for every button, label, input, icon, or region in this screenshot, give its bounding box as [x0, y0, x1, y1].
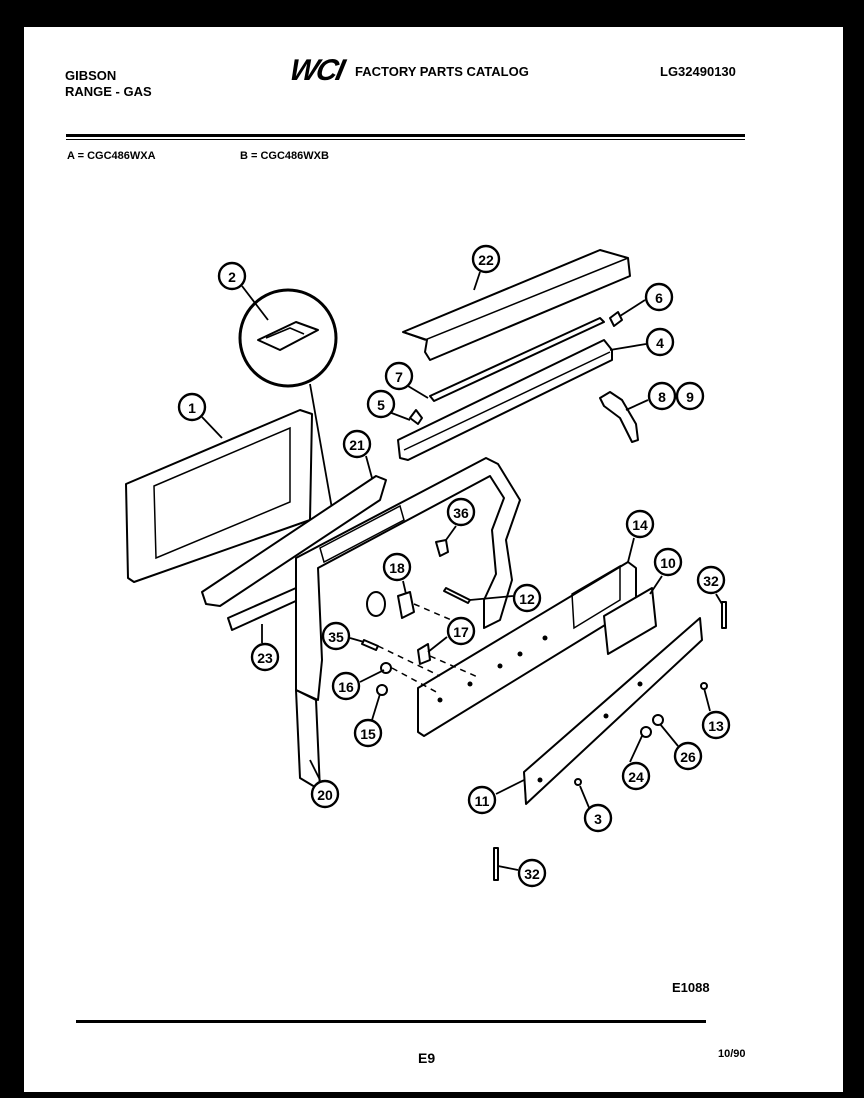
svg-text:1: 1	[188, 400, 196, 416]
part-18-ring	[366, 591, 386, 617]
part-12-rod	[443, 587, 471, 604]
part-21-rail	[201, 475, 387, 607]
part-32-clip	[721, 601, 727, 629]
footer-divider	[76, 1020, 706, 1023]
callout-16: 16	[331, 671, 361, 701]
svg-text:21: 21	[349, 437, 365, 453]
part-10-clock	[603, 587, 657, 655]
callout-9: 9	[675, 381, 705, 411]
svg-text:13: 13	[708, 718, 724, 734]
part-36-clip	[435, 539, 449, 557]
callout-22: 22	[471, 244, 501, 274]
callout-32: 32	[517, 858, 547, 888]
header-divider	[66, 134, 745, 137]
callout-12: 12	[512, 583, 542, 613]
svg-text:35: 35	[328, 629, 344, 645]
catalog-title: FACTORY PARTS CATALOG	[355, 64, 529, 79]
svg-text:18: 18	[389, 560, 405, 576]
part-15-valve	[376, 684, 388, 696]
callout-4: 4	[645, 327, 675, 357]
document-id: LG32490130	[660, 64, 736, 79]
callout-36: 36	[446, 497, 476, 527]
callout-10: 10	[653, 547, 683, 577]
svg-text:10: 10	[660, 555, 676, 571]
part-7-rod	[429, 317, 605, 402]
callout-32: 32	[696, 565, 726, 595]
callout-6: 6	[644, 282, 674, 312]
product-type: RANGE - GAS	[65, 84, 152, 99]
part-18-switch	[397, 591, 415, 619]
part-3-screw	[574, 778, 582, 786]
callout-24: 24	[621, 761, 651, 791]
callout-1: 1	[177, 392, 207, 422]
callout-23: 23	[250, 642, 280, 672]
callout-15: 15	[353, 718, 383, 748]
callout-14: 14	[625, 509, 655, 539]
callout-8: 8	[647, 381, 677, 411]
part-32-knob-shaft	[493, 847, 499, 881]
part-22-trim	[402, 249, 631, 361]
page-number: E9	[418, 1050, 436, 1066]
svg-text:20: 20	[317, 787, 333, 803]
svg-text:26: 26	[680, 749, 696, 765]
part-6-clip	[609, 311, 623, 327]
backguard-frame	[295, 457, 521, 791]
svg-text:7: 7	[395, 369, 403, 385]
svg-text:17: 17	[453, 624, 469, 640]
part-26-knob	[652, 714, 664, 726]
brand-name: GIBSON	[65, 68, 117, 83]
callout-7: 7	[384, 361, 414, 391]
callout-2: 2	[217, 261, 247, 291]
svg-text:11: 11	[475, 793, 490, 809]
brand-block: GIBSON RANGE - GAS	[65, 68, 152, 100]
callout-20: 20	[310, 779, 340, 809]
part-35-ignitor	[361, 639, 379, 651]
callout-3: 3	[583, 803, 613, 833]
revision-date: 10/90	[718, 1048, 746, 1060]
svg-text:23: 23	[257, 650, 273, 666]
model-b: B = CGC486WXB	[240, 150, 329, 162]
model-a: A = CGC486WXA	[67, 150, 156, 162]
callout-13: 13	[701, 710, 731, 740]
part-24-knob	[640, 726, 652, 738]
header-divider-thin	[66, 139, 745, 140]
svg-text:32: 32	[524, 866, 540, 882]
svg-text:16: 16	[338, 679, 354, 695]
callout-21: 21	[342, 429, 372, 459]
svg-text:6: 6	[655, 290, 663, 306]
svg-text:5: 5	[377, 397, 385, 413]
svg-text:3: 3	[594, 811, 602, 827]
part-8-9-bracket	[599, 391, 639, 443]
svg-text:32: 32	[703, 573, 719, 589]
svg-text:2: 2	[228, 269, 236, 285]
svg-text:8: 8	[658, 389, 666, 405]
callout-5: 5	[366, 389, 396, 419]
part-4-rail	[397, 339, 613, 461]
callout-17: 17	[446, 616, 476, 646]
svg-text:22: 22	[478, 252, 494, 268]
svg-text:15: 15	[360, 726, 376, 742]
part-5-bracket	[409, 409, 423, 425]
svg-text:14: 14	[632, 517, 648, 533]
svg-text:4: 4	[656, 335, 664, 351]
svg-text:12: 12	[519, 591, 535, 607]
part-17-switch	[417, 643, 431, 665]
svg-text:36: 36	[453, 505, 469, 521]
callout-26: 26	[673, 741, 703, 771]
part-11-overlay	[523, 617, 703, 805]
figure-code: E1088	[672, 980, 710, 995]
callout-35: 35	[321, 621, 351, 651]
svg-text:9: 9	[686, 389, 694, 405]
callout-18: 18	[382, 552, 412, 582]
callout-11: 11	[467, 785, 497, 815]
leader-lines	[201, 271, 723, 871]
svg-text:24: 24	[628, 769, 644, 785]
